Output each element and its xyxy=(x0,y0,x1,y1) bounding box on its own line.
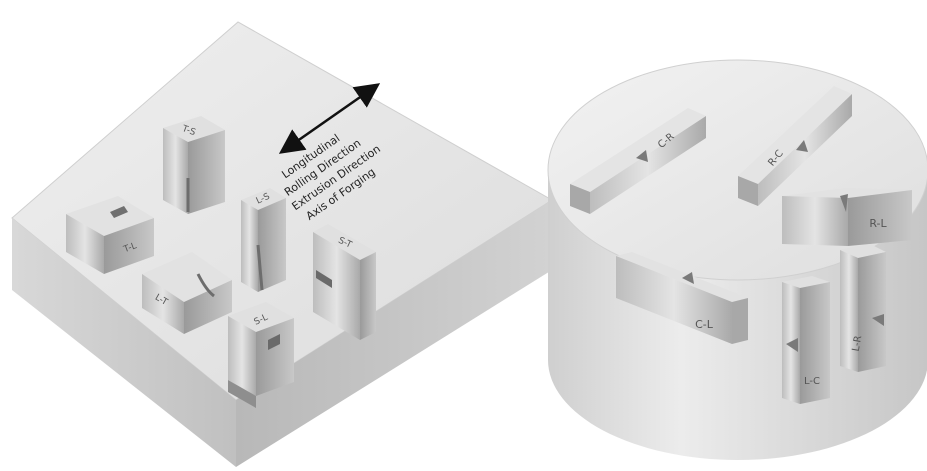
specimen-t-s: T-S xyxy=(163,116,225,214)
specimen-label-c-l: C-L xyxy=(695,318,714,331)
specimen-l-r: L-R xyxy=(840,244,886,372)
specimen-r-l: R-L xyxy=(782,188,912,246)
specimen-label-l-c: L-C xyxy=(804,376,820,387)
specimen-label-r-l: R-L xyxy=(869,217,887,230)
specimen-l-c: L-C xyxy=(782,276,830,404)
specimen-l-s: L-S xyxy=(241,188,286,292)
